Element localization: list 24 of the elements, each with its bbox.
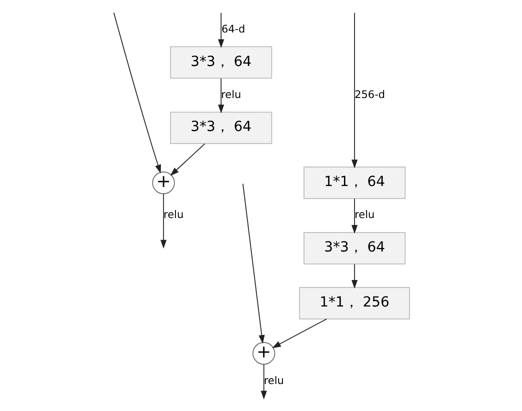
edge-label: 256-d (354, 88, 384, 101)
node-circle: + (152, 171, 174, 194)
arrow (170, 143, 205, 176)
edge-label: relu (263, 374, 284, 387)
arrow (272, 318, 327, 348)
node-box: 3*3， 64 (170, 112, 272, 144)
arrow (351, 264, 358, 289)
edge-label: relu (163, 209, 184, 222)
edge-label: relu (354, 209, 374, 222)
node-box: 1*1， 256 (298, 287, 410, 320)
arrow (218, 78, 224, 114)
arrow (160, 194, 166, 249)
arrow (218, 12, 224, 48)
node-box: 3*3， 64 (303, 232, 406, 264)
node-circle: + (252, 342, 275, 365)
arrow (242, 183, 264, 344)
arrow (112, 12, 160, 174)
edge-label: relu (220, 88, 241, 101)
arrow (351, 12, 358, 168)
arrow (351, 198, 358, 234)
arrow (260, 364, 266, 400)
node-box: 1*1， 64 (303, 166, 406, 199)
node-box: 3*3， 64 (170, 46, 272, 79)
edge-label: 64-d (220, 23, 245, 36)
